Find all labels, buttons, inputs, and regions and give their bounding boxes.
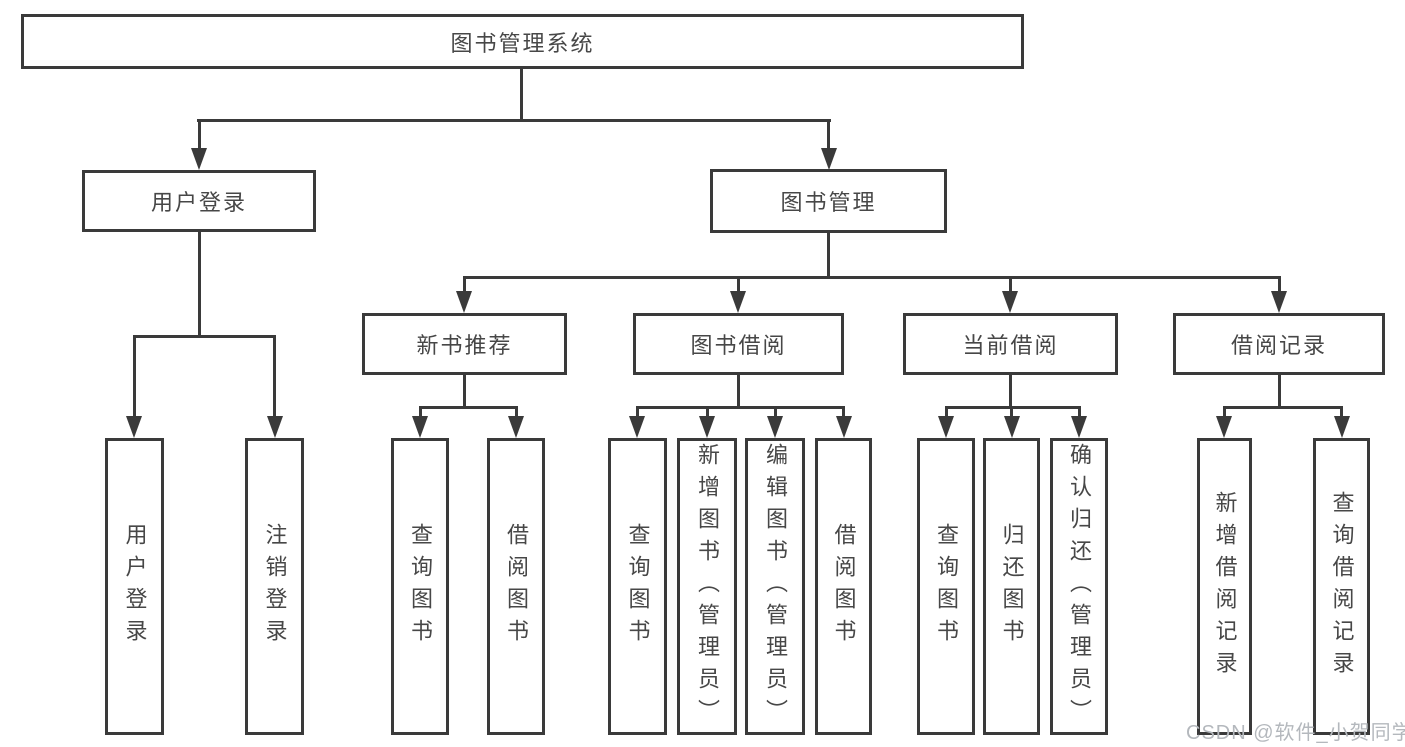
- node-label: 查询图书: [934, 522, 959, 651]
- arrow-down-icon: [835, 416, 852, 438]
- connector-line: [197, 119, 201, 150]
- arrow-down-icon: [508, 416, 524, 438]
- connector-line: [520, 69, 523, 122]
- arrow-down-icon: [1002, 291, 1018, 313]
- leaf-query-books-borrow: 查询图书: [608, 438, 667, 735]
- arrow-down-icon: [699, 416, 715, 438]
- node-label: 注销登录: [262, 522, 288, 651]
- connector-line: [462, 276, 466, 293]
- connector-line: [1077, 406, 1081, 418]
- arrow-down-icon: [629, 416, 645, 438]
- node-label: 查询图书: [408, 522, 433, 651]
- connector-line: [132, 335, 276, 338]
- arrow-down-icon: [126, 416, 142, 438]
- connector-line: [462, 375, 466, 408]
- connector-line: [514, 406, 518, 418]
- connector-line: [827, 119, 830, 150]
- node-borrow-records: 借阅记录: [1173, 313, 1385, 375]
- leaf-borrow-books: 借阅图书: [815, 438, 872, 735]
- connector-line: [736, 276, 740, 293]
- connector-line: [1008, 276, 1012, 293]
- leaf-query-books-recommend: 查询图书: [391, 438, 449, 735]
- connector-line: [827, 233, 830, 279]
- leaf-user-login: 用户登录: [105, 438, 164, 735]
- connector-line: [197, 119, 831, 122]
- connector-line: [635, 406, 639, 418]
- node-label: 新书推荐: [416, 333, 513, 358]
- leaf-borrow-books-recommend: 借阅图书: [487, 438, 545, 735]
- connector-line: [418, 406, 422, 418]
- node-new-book-recommend: 新书推荐: [362, 313, 567, 375]
- node-label: 当前借阅: [962, 333, 1059, 358]
- connector-line: [1340, 406, 1343, 418]
- node-label: 新增借阅记录: [1212, 490, 1238, 683]
- node-label: 借阅图书: [831, 522, 857, 651]
- connector-line: [705, 406, 709, 418]
- arrow-down-icon: [1003, 416, 1020, 438]
- arrow-down-icon: [730, 291, 746, 313]
- node-user-login: 用户登录: [82, 170, 316, 232]
- connector-line: [1222, 406, 1343, 409]
- arrow-down-icon: [191, 148, 207, 170]
- connector-line: [132, 335, 136, 418]
- node-root-library-system: 图书管理系统: [21, 14, 1024, 69]
- connector-line: [273, 335, 276, 418]
- node-label: 用户登录: [150, 190, 247, 215]
- connector-line: [842, 406, 845, 418]
- connector-line: [635, 406, 845, 409]
- connector-line: [1222, 406, 1226, 418]
- arrow-down-icon: [938, 416, 954, 438]
- leaf-query-borrow-record: 查询借阅记录: [1313, 438, 1370, 735]
- node-label: 编辑图书（管理员）: [763, 442, 788, 731]
- node-label: 归还图书: [999, 522, 1025, 651]
- node-book-management: 图书管理: [710, 169, 947, 233]
- connector-line: [1277, 276, 1281, 293]
- connector-line: [736, 375, 740, 408]
- node-label: 用户登录: [122, 522, 148, 651]
- node-label: 借阅图书: [504, 522, 529, 651]
- node-label: 图书借阅: [690, 333, 787, 358]
- arrow-down-icon: [1071, 416, 1087, 438]
- connector-line: [1277, 375, 1281, 408]
- node-label: 查询借阅记录: [1329, 490, 1355, 683]
- arrow-down-icon: [767, 416, 783, 438]
- connector-line: [418, 406, 518, 409]
- node-label: 图书管理: [780, 190, 877, 215]
- arrow-down-icon: [266, 416, 283, 438]
- leaf-query-books-current: 查询图书: [917, 438, 975, 735]
- node-label: 图书管理系统: [450, 30, 595, 56]
- node-label: 查询图书: [625, 522, 651, 651]
- leaf-confirm-return-admin: 确认归还（管理员）: [1050, 438, 1108, 735]
- arrow-down-icon: [820, 148, 837, 170]
- node-current-borrow: 当前借阅: [903, 313, 1118, 375]
- arrow-down-icon: [1333, 416, 1350, 438]
- arrow-down-icon: [1216, 416, 1232, 438]
- connector-line: [1008, 375, 1012, 408]
- arrow-down-icon: [1271, 291, 1287, 313]
- leaf-edit-books-admin: 编辑图书（管理员）: [745, 438, 805, 735]
- connector-line: [197, 232, 201, 338]
- connector-line: [1010, 406, 1013, 418]
- node-label: 新增图书（管理员）: [695, 442, 720, 731]
- leaf-add-borrow-record: 新增借阅记录: [1197, 438, 1252, 735]
- node-book-borrow: 图书借阅: [633, 313, 844, 375]
- node-label: 借阅记录: [1230, 333, 1327, 358]
- connector-line: [462, 276, 1281, 279]
- connector-line: [773, 406, 777, 418]
- leaf-add-books-admin: 新增图书（管理员）: [677, 438, 737, 735]
- leaf-return-books: 归还图书: [983, 438, 1040, 735]
- arrow-down-icon: [412, 416, 428, 438]
- leaf-logout: 注销登录: [245, 438, 304, 735]
- arrow-down-icon: [456, 291, 472, 313]
- connector-line: [944, 406, 948, 418]
- node-label: 确认归还（管理员）: [1067, 442, 1092, 731]
